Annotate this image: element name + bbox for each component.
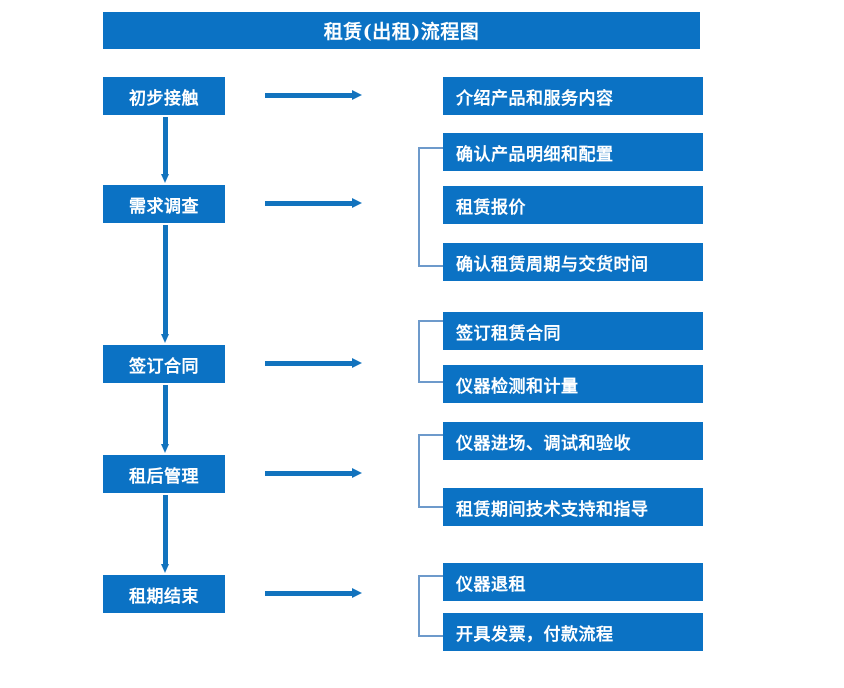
detail-box[interactable]: 仪器进场、调试和验收 (443, 422, 703, 460)
right-arrow-postrent-icon (265, 468, 362, 479)
down-arrow-postrent-to-end-icon (161, 495, 170, 573)
arrow-head (161, 444, 169, 453)
arrow-head (352, 358, 362, 368)
arrow-shaft (265, 201, 353, 206)
arrow-head (352, 588, 362, 598)
stage-box[interactable]: 租后管理 (103, 455, 225, 493)
arrow-shaft (163, 117, 168, 174)
bracket-contract-group-icon (418, 320, 443, 383)
right-arrow-end-icon (265, 588, 362, 599)
down-arrow-contract-to-postrent-icon (161, 385, 170, 453)
detail-box[interactable]: 介绍产品和服务内容 (443, 77, 703, 115)
arrow-shaft (265, 591, 353, 596)
stage-box[interactable]: 签订合同 (103, 345, 225, 383)
detail-box[interactable]: 确认产品明细和配置 (443, 133, 703, 171)
stage-box[interactable]: 初步接触 (103, 77, 225, 115)
arrow-head (352, 198, 362, 208)
detail-box[interactable]: 确认租赁周期与交货时间 (443, 243, 703, 281)
detail-box[interactable]: 仪器检测和计量 (443, 365, 703, 403)
bracket-end-group-icon (418, 575, 443, 637)
arrow-shaft (163, 225, 168, 334)
stage-box[interactable]: 租期结束 (103, 575, 225, 613)
arrow-head (161, 564, 169, 573)
right-arrow-contract-icon (265, 358, 362, 369)
arrow-head (161, 174, 169, 183)
arrow-head (161, 334, 169, 343)
arrow-shaft (265, 361, 353, 366)
arrow-head (352, 468, 362, 478)
detail-box[interactable]: 仪器退租 (443, 563, 703, 601)
arrow-shaft (265, 93, 353, 98)
detail-box[interactable]: 租赁期间技术支持和指导 (443, 488, 703, 526)
detail-box[interactable]: 租赁报价 (443, 186, 703, 224)
right-arrow-survey-icon (265, 198, 362, 209)
right-arrow-contact-icon (265, 90, 362, 101)
diagram-title: 租赁(出租)流程图 (103, 12, 700, 49)
down-arrow-survey-to-contract-icon (161, 225, 170, 343)
arrow-shaft (163, 495, 168, 564)
arrow-shaft (265, 471, 353, 476)
stage-box[interactable]: 需求调查 (103, 185, 225, 223)
arrow-head (352, 90, 362, 100)
down-arrow-contact-to-survey-icon (161, 117, 170, 183)
detail-box[interactable]: 签订租赁合同 (443, 312, 703, 350)
bracket-survey-group-icon (418, 147, 443, 267)
bracket-postrent-group-icon (418, 434, 443, 508)
detail-box[interactable]: 开具发票，付款流程 (443, 613, 703, 651)
arrow-shaft (163, 385, 168, 444)
